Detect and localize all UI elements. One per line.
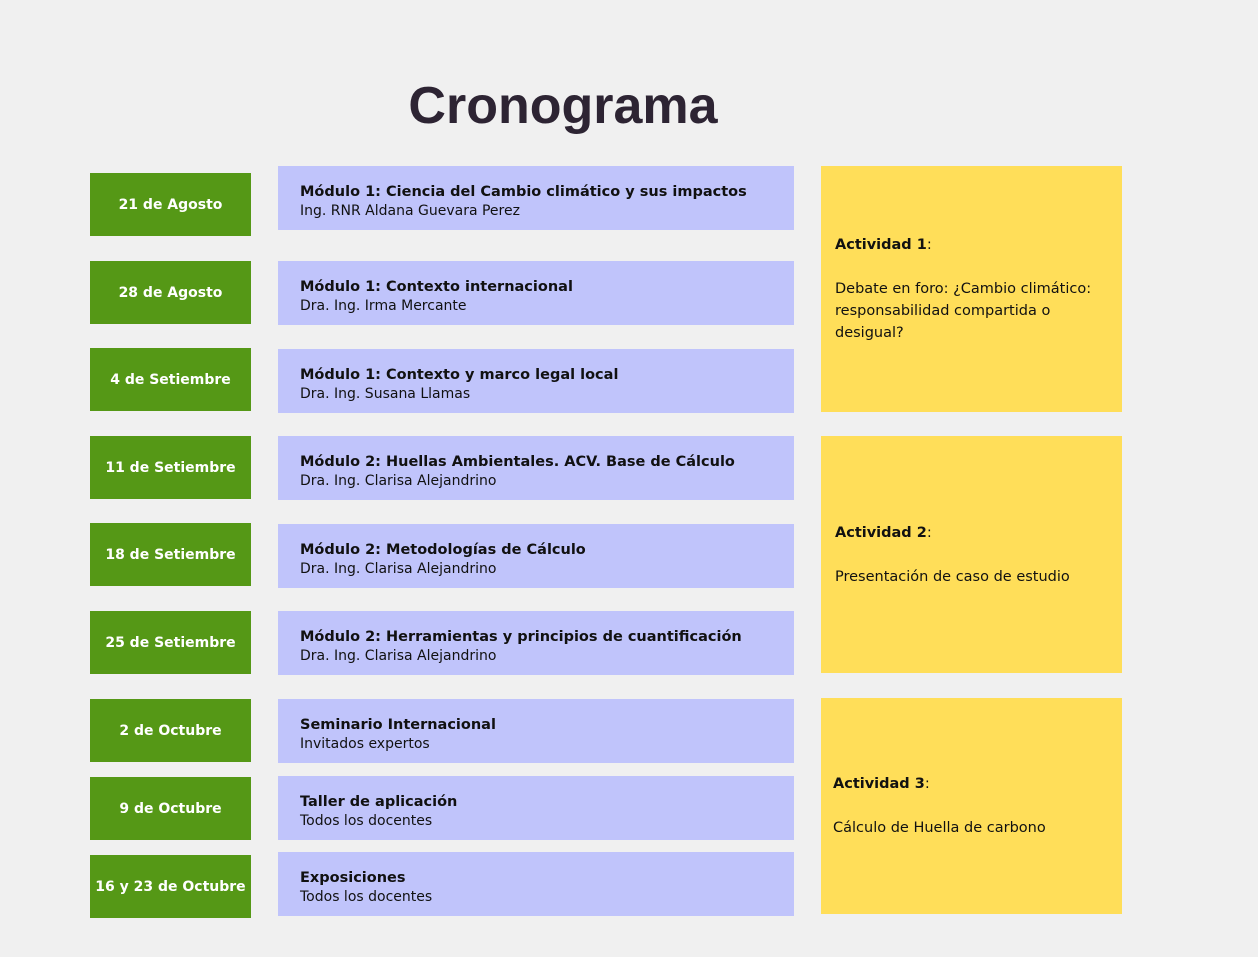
- session-date-label: 16 y 23 de Octubre: [95, 878, 246, 895]
- session-date: 2 de Octubre: [90, 699, 251, 762]
- module-speaker: Dra. Ing. Clarisa Alejandrino: [300, 561, 497, 577]
- session-module: Seminario Internacional Invitados expert…: [278, 699, 794, 763]
- session-module: Módulo 2: Huellas Ambientales. ACV. Base…: [278, 436, 794, 500]
- activity-description: Cálculo de Huella de carbono: [833, 820, 1046, 836]
- activity-card: Actividad 2: Presentación de caso de est…: [821, 436, 1122, 673]
- module-speaker: Todos los docentes: [300, 889, 433, 905]
- activity-title: Actividad 1: [835, 237, 927, 253]
- session-module: Módulo 2: Metodologías de Cálculo Dra. I…: [278, 524, 794, 588]
- module-speaker: Dra. Ing. Clarisa Alejandrino: [300, 648, 497, 664]
- activity-description: Presentación de caso de estudio: [835, 568, 1070, 585]
- activity-title: Actividad 3: [833, 776, 925, 792]
- session-module: Módulo 2: Herramientas y principios de c…: [278, 611, 794, 675]
- activity-card: Actividad 3: Cálculo de Huella de carbon…: [821, 698, 1122, 914]
- module-title: Módulo 2: Metodologías de Cálculo: [300, 542, 586, 558]
- session-date-label: 2 de Octubre: [119, 722, 222, 739]
- module-title: Taller de aplicación: [300, 794, 458, 810]
- module-title: Módulo 2: Herramientas y principios de c…: [300, 629, 742, 645]
- session-date: 25 de Setiembre: [90, 611, 251, 674]
- session-module: Exposiciones Todos los docentes: [278, 852, 794, 916]
- session-date-label: 25 de Setiembre: [105, 634, 236, 651]
- module-speaker: Dra. Ing. Irma Mercante: [300, 298, 467, 314]
- module-speaker: Dra. Ing. Susana Llamas: [300, 386, 471, 402]
- activity-description: Debate en foro: ¿Cambio climático: respo…: [835, 281, 1092, 341]
- session-date-label: 11 de Setiembre: [105, 459, 236, 476]
- session-date: 11 de Setiembre: [90, 436, 251, 499]
- module-title: Módulo 2: Huellas Ambientales. ACV. Base…: [300, 454, 735, 470]
- module-speaker: Invitados expertos: [300, 736, 430, 752]
- page-title: Cronograma: [408, 77, 718, 135]
- session-date-label: 28 de Agosto: [118, 284, 223, 301]
- session-date: 16 y 23 de Octubre: [90, 855, 251, 918]
- module-speaker: Ing. RNR Aldana Guevara Perez: [300, 203, 520, 219]
- session-date: 4 de Setiembre: [90, 348, 251, 411]
- session-date-label: 4 de Setiembre: [110, 371, 231, 388]
- module-speaker: Dra. Ing. Clarisa Alejandrino: [300, 473, 497, 489]
- session-date: 21 de Agosto: [90, 173, 251, 236]
- session-module: Módulo 1: Contexto y marco legal local D…: [278, 349, 794, 413]
- activity-title: Actividad 2: [835, 524, 927, 541]
- module-title: Módulo 1: Ciencia del Cambio climático y…: [300, 184, 747, 200]
- module-title: Seminario Internacional: [300, 717, 496, 733]
- session-module: Módulo 1: Ciencia del Cambio climático y…: [278, 166, 794, 230]
- session-module: Módulo 1: Contexto internacional Dra. In…: [278, 261, 794, 325]
- module-title: Módulo 1: Contexto internacional: [300, 279, 573, 295]
- session-date-label: 9 de Octubre: [119, 800, 222, 817]
- session-module: Taller de aplicación Todos los docentes: [278, 776, 794, 840]
- module-speaker: Todos los docentes: [300, 813, 433, 829]
- session-date: 9 de Octubre: [90, 777, 251, 840]
- session-date-label: 18 de Setiembre: [105, 546, 236, 563]
- session-date-label: 21 de Agosto: [118, 196, 223, 213]
- session-date: 28 de Agosto: [90, 261, 251, 324]
- module-title: Exposiciones: [300, 870, 406, 886]
- session-date: 18 de Setiembre: [90, 523, 251, 586]
- activity-card: Actividad 1: Debate en foro: ¿Cambio cli…: [821, 166, 1122, 412]
- module-title: Módulo 1: Contexto y marco legal local: [300, 367, 619, 383]
